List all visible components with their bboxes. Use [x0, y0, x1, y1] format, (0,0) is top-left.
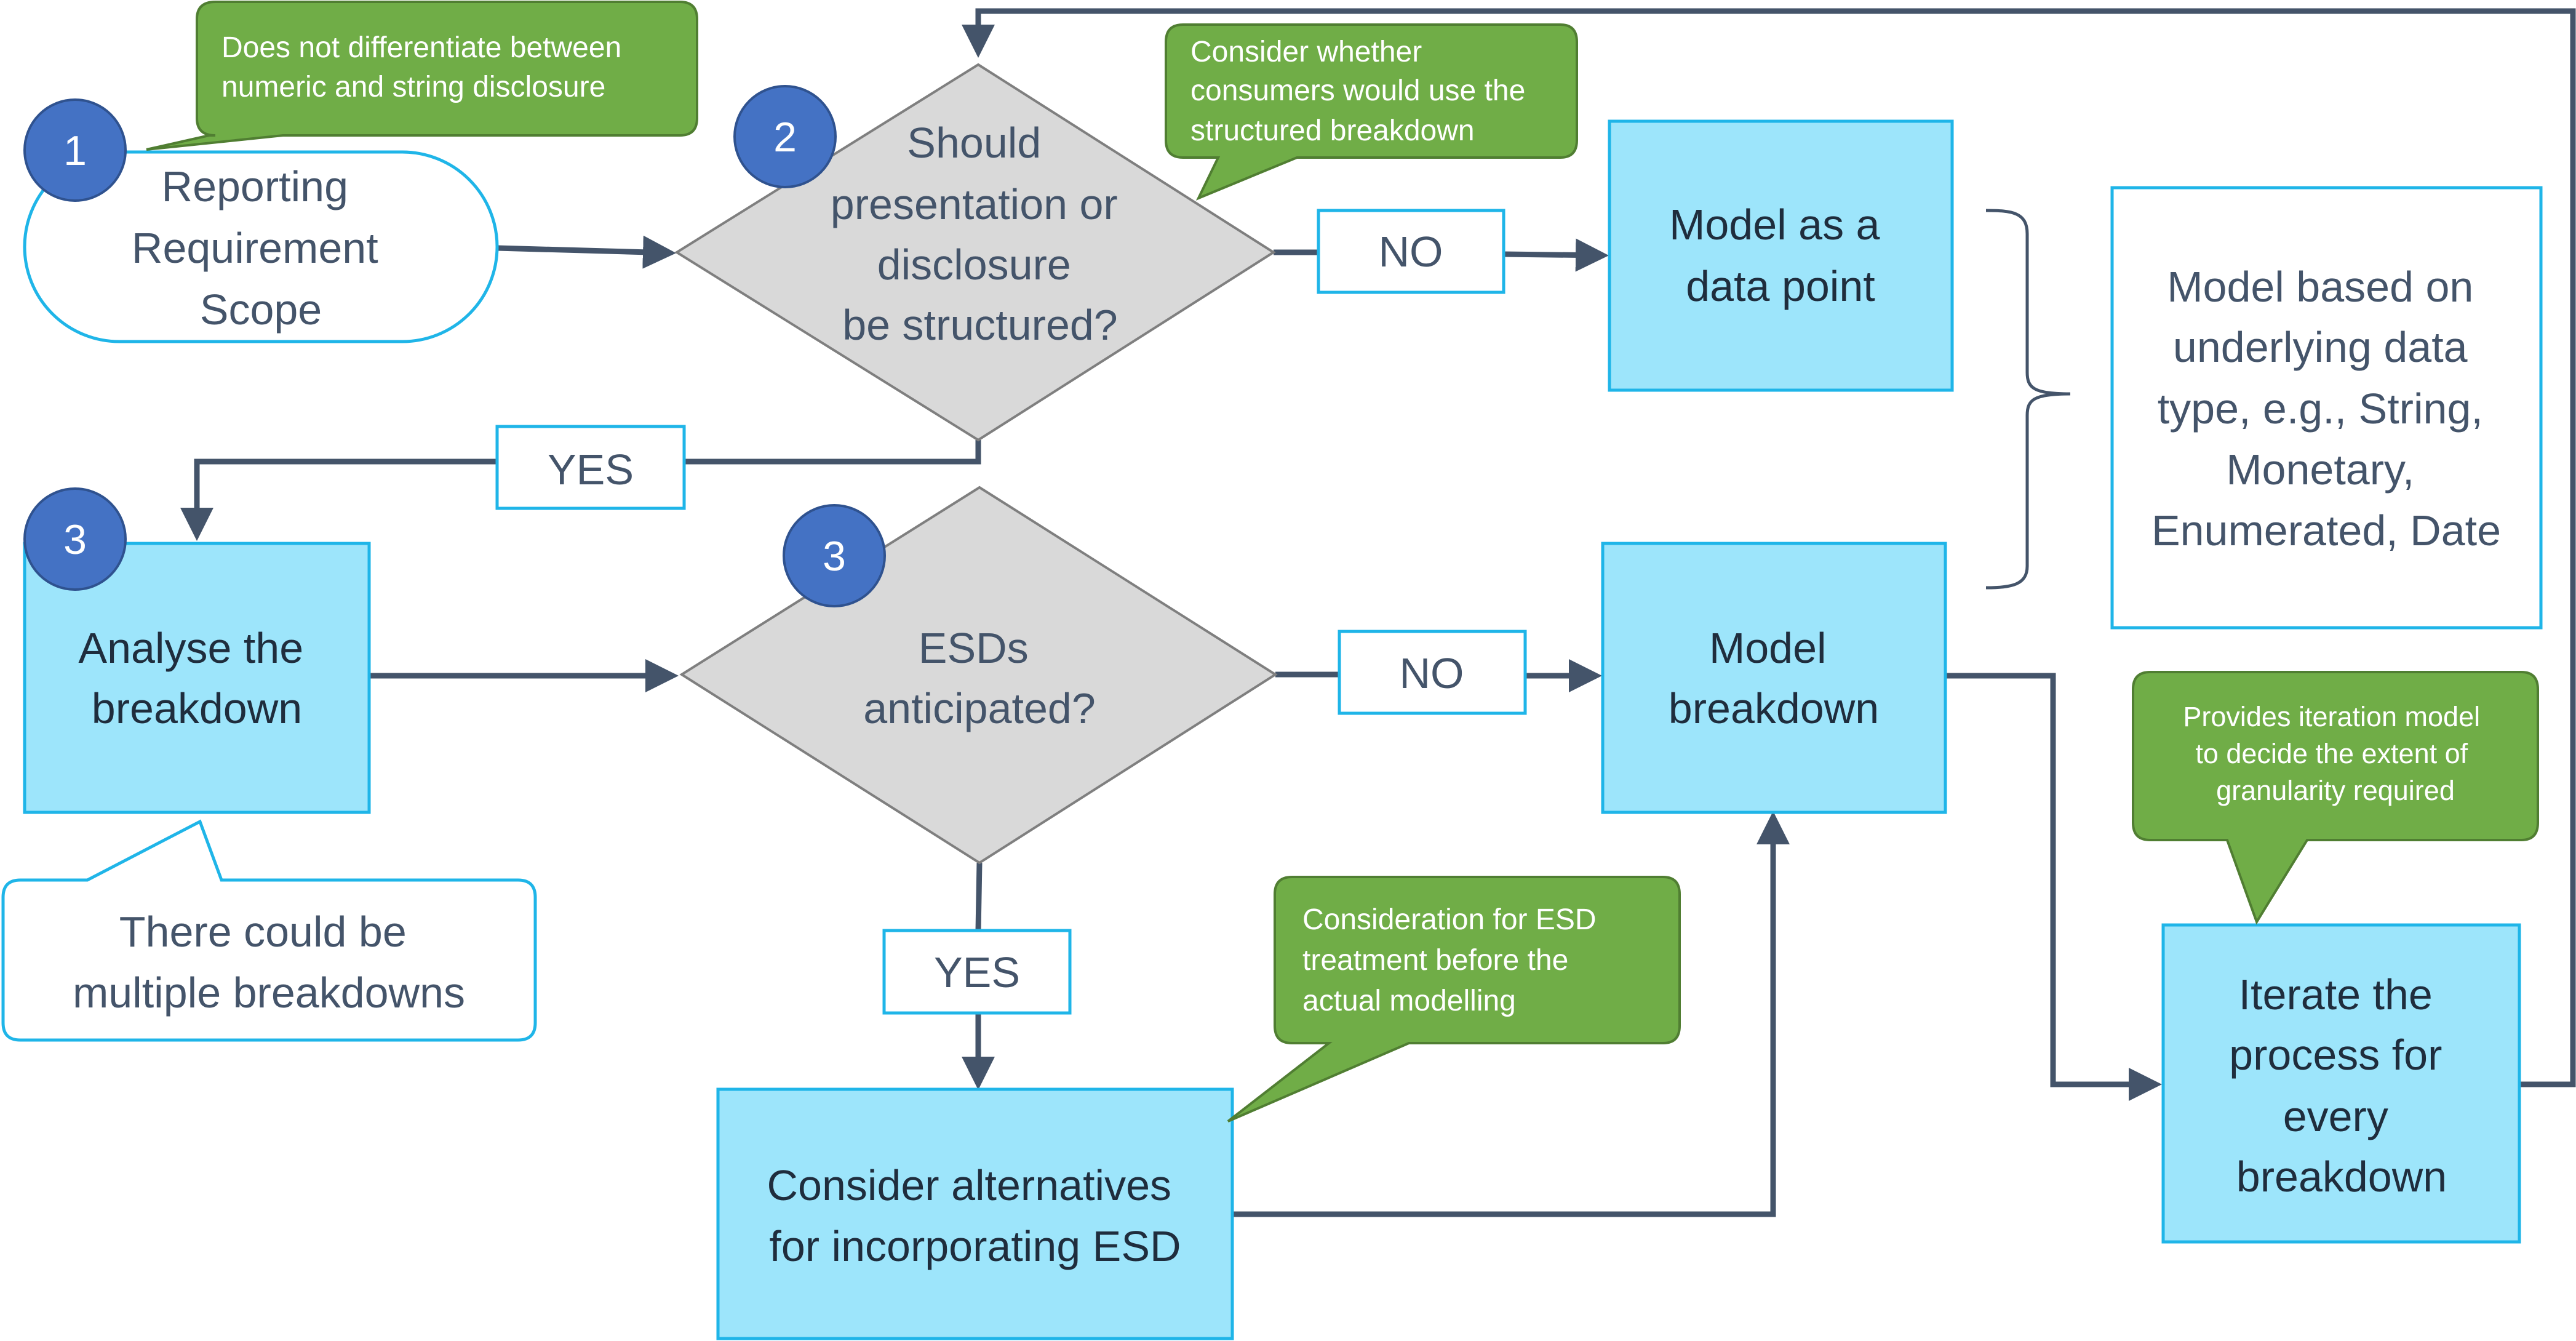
badge-step-2: 2 — [733, 85, 837, 188]
analyse-breakdown-label: Analyse the breakdown — [78, 624, 315, 732]
terminator-shape — [23, 150, 499, 343]
edge-label-yes-mid: YES — [882, 929, 1072, 1015]
badge-step-3-left: 3 — [23, 487, 127, 591]
edge-label-box — [1317, 209, 1505, 294]
edge-label-text: NO — [1379, 228, 1443, 276]
model-breakdown-label: Model breakdown — [1669, 624, 1879, 732]
callout-text: Consideration for ESD treatment before t… — [1302, 903, 1605, 1017]
data-type-note-label: Model based on underlying data type, e.g… — [2151, 263, 2501, 554]
process-box — [1608, 119, 1954, 392]
edge-label-no-top: NO — [1317, 209, 1505, 294]
node-consider-alternatives: Consider alternatives for incorporating … — [716, 1087, 1234, 1340]
edge-label-text: YES — [934, 948, 1020, 996]
node-reporting-scope: Reporting Requirement Scope — [23, 150, 499, 343]
structured-question-label: Should presentation or disclosure be str… — [831, 119, 1130, 349]
note-box — [2110, 186, 2543, 630]
connector-no-to-datapoint — [1503, 238, 1609, 272]
callout-text: Does not differentiate between numeric a… — [221, 31, 630, 103]
edge-label-text: YES — [548, 446, 634, 494]
edge-label-no-mid: NO — [1338, 630, 1527, 715]
connector-yes-to-analyse — [180, 458, 497, 541]
reporting-scope-label: Reporting Requirement Scope — [132, 162, 390, 334]
data-point-label: Model as a data point — [1669, 201, 1892, 310]
callout-iteration-model: Provides iteration model to decide the e… — [2132, 671, 2539, 925]
callout-text: Consider whether consumers would use the… — [1190, 36, 1534, 147]
node-structured-question: Should presentation or disclosure be str… — [674, 63, 1276, 442]
callout-shape — [1165, 23, 1578, 201]
decision-diamond — [679, 486, 1278, 865]
badge-circle — [23, 487, 127, 591]
connector-scope-to-question — [496, 235, 676, 269]
badge-number: 1 — [63, 127, 87, 174]
callout-numeric-string: Does not differentiate between numeric a… — [146, 1, 698, 151]
callout-shape — [1, 819, 537, 1042]
badge-step-3-mid: 3 — [783, 504, 886, 607]
node-data-point: Model as a data point — [1608, 119, 1954, 392]
node-data-type-note: Model based on underlying data type, e.g… — [2110, 186, 2543, 630]
badge-circle — [23, 98, 127, 202]
edge-label-text: NO — [1400, 649, 1464, 697]
badge-circle — [733, 85, 837, 188]
badge-number: 3 — [823, 533, 846, 580]
edge-label-box — [882, 929, 1072, 1015]
process-box — [716, 1087, 1234, 1340]
process-box — [2161, 923, 2521, 1244]
callout-shape — [146, 1, 698, 151]
callout-multiple-breakdowns: There could be multiple breakdowns — [1, 819, 537, 1042]
edge-label-box — [495, 425, 686, 510]
iterate-process-label: Iterate the process for every breakdown — [2229, 971, 2454, 1201]
badge-step-1: 1 — [23, 98, 127, 202]
edge-label-yes-top: YES — [495, 425, 686, 510]
badge-circle — [783, 504, 886, 607]
badge-number: 2 — [773, 114, 797, 161]
callout-esd-treatment: Consideration for ESD treatment before t… — [1227, 876, 1681, 1123]
esds-question-label: ESDs anticipated? — [863, 624, 1096, 732]
callout-consumers: Consider whether consumers would use the… — [1165, 23, 1578, 201]
node-model-breakdown: Model breakdown — [1601, 542, 1947, 814]
edge-label-box — [1338, 630, 1527, 715]
node-iterate-process: Iterate the process for every breakdown — [2161, 923, 2521, 1244]
connector-iterate-loop-back — [962, 8, 2576, 1087]
connectors — [180, 8, 2576, 1217]
node-esds-question: ESDs anticipated? — [679, 486, 1278, 865]
grouping-brace — [1985, 209, 2071, 590]
connector-esds-to-yes — [975, 862, 983, 931]
consider-alternatives-label: Consider alternatives for incorporating … — [767, 1161, 1183, 1270]
connector-question-to-yes — [684, 440, 981, 465]
callout-text: Provides iteration model to decide the e… — [2183, 701, 2487, 806]
process-box — [1601, 542, 1947, 814]
callout-shape — [1227, 876, 1681, 1123]
badge-number: 3 — [63, 516, 87, 563]
connector-alternatives-to-model-breakdown — [1232, 811, 1790, 1217]
callout-shape — [2132, 671, 2539, 925]
decision-diamond — [674, 63, 1276, 442]
callout-text: There could be multiple breakdowns — [73, 908, 465, 1017]
connector-model-breakdown-to-iterate — [1945, 673, 2162, 1101]
